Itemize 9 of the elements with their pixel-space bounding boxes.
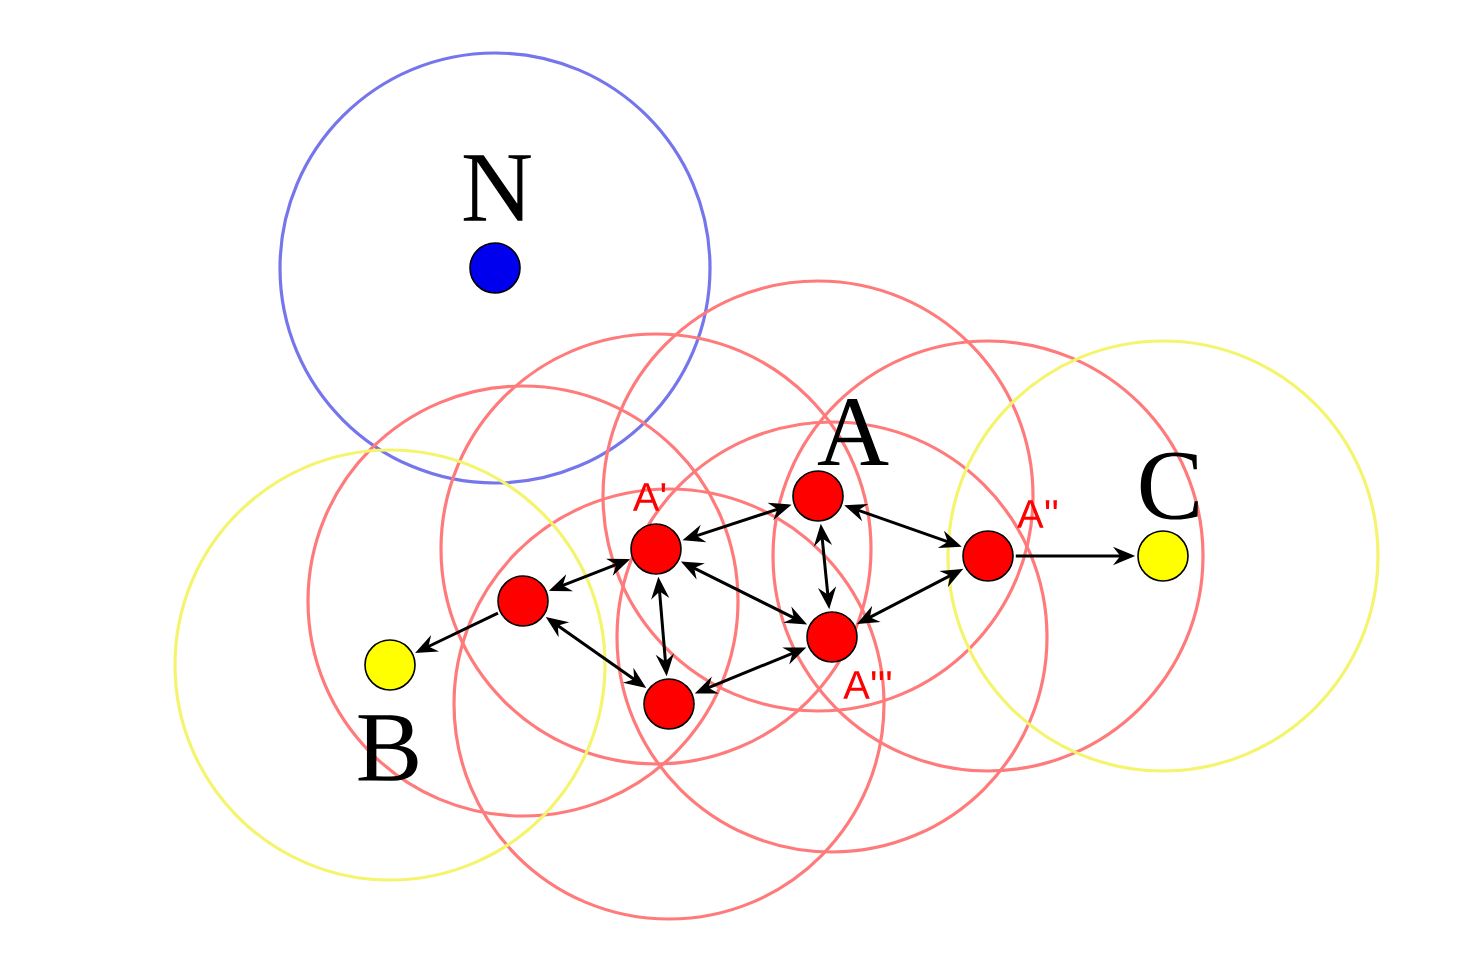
point-label: A''' (843, 671, 891, 699)
point-label: C (1140, 452, 1198, 520)
point-label: A (817, 399, 889, 465)
data-point (497, 575, 549, 627)
point-label: A'' (1017, 500, 1057, 528)
point-label: B (358, 715, 418, 781)
point-label: A' (632, 483, 666, 511)
point-label: N (463, 155, 531, 221)
data-point (643, 678, 695, 730)
